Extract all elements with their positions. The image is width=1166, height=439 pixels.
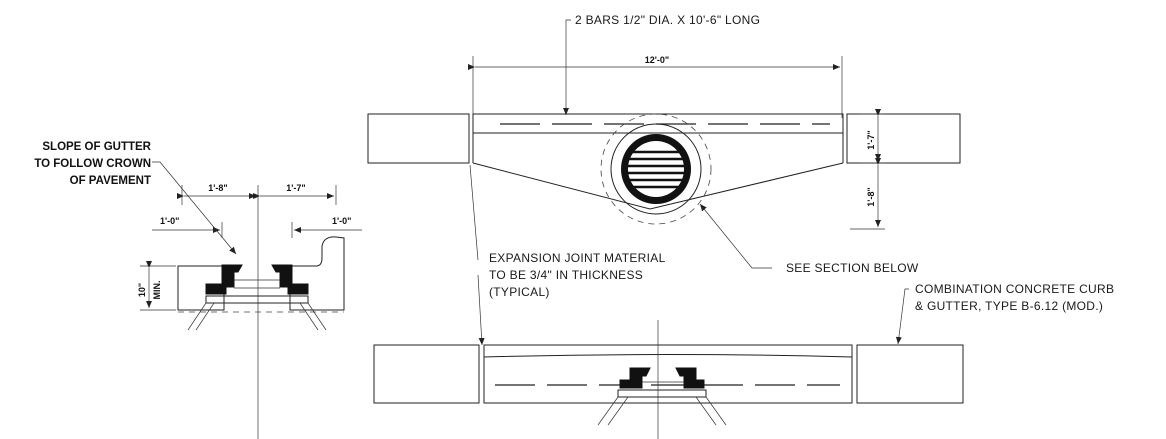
expansion-note-line1: EXPANSION JOINT MATERIAL	[489, 251, 666, 265]
curb-note-line1: COMBINATION CONCRETE CURB	[915, 282, 1114, 296]
bars-callout: 2 BARS 1/2" DIA. X 10'-6" LONG	[563, 13, 760, 115]
section-height-dim: 10"	[137, 283, 147, 297]
plan-adjacent-curb-right	[846, 113, 961, 164]
section-offset-right-dim: 1'-0"	[332, 216, 351, 226]
plan-depth-bottom-dim: 1'-8"	[866, 187, 876, 206]
section-left-dim: 1'-8"	[208, 183, 227, 193]
inlet-frame-section-icon	[617, 367, 707, 398]
slope-callout: SLOPE OF GUTTER TO FOLLOW CROWN OF PAVEM…	[34, 141, 237, 255]
elevation-view	[373, 320, 964, 439]
see-section-note: SEE SECTION BELOW	[786, 261, 919, 275]
see-section-callout: SEE SECTION BELOW	[699, 203, 919, 275]
plan-depth-top-dim: 1'-7"	[866, 130, 876, 149]
plan-view: 12'-0"	[367, 55, 961, 230]
plan-adjacent-curb-left	[367, 113, 470, 164]
bars-note: 2 BARS 1/2" DIA. X 10'-6" LONG	[575, 13, 760, 27]
circular-grate-icon	[600, 113, 712, 225]
section-view: 1'-8" 1'-7" 1'-0" 1'-0" 10" MIN.	[137, 183, 362, 439]
section-min-label: MIN.	[152, 281, 162, 300]
plan-inlet-top	[472, 113, 844, 134]
expansion-joint-callout: EXPANSION JOINT MATERIAL TO BE 3/4" IN T…	[469, 164, 666, 346]
slope-note-line2: TO FOLLOW CROWN	[34, 158, 151, 170]
slope-note-line1: SLOPE OF GUTTER	[42, 141, 151, 153]
section-right-dim: 1'-7"	[286, 183, 305, 193]
plan-length-dim: 12'-0"	[645, 55, 669, 65]
curb-note-line2: & GUTTER, TYPE B-6.12 (MOD.)	[915, 299, 1103, 313]
section-offset-left-dim: 1'-0"	[160, 216, 179, 226]
expansion-note-line2: TO BE 3/4" IN THICKNESS	[489, 268, 643, 282]
curb-callout: COMBINATION CONCRETE CURB & GUTTER, TYPE…	[895, 282, 1114, 345]
slope-note-line3: OF PAVEMENT	[70, 175, 151, 187]
expansion-note-line3: (TYPICAL)	[489, 285, 550, 299]
